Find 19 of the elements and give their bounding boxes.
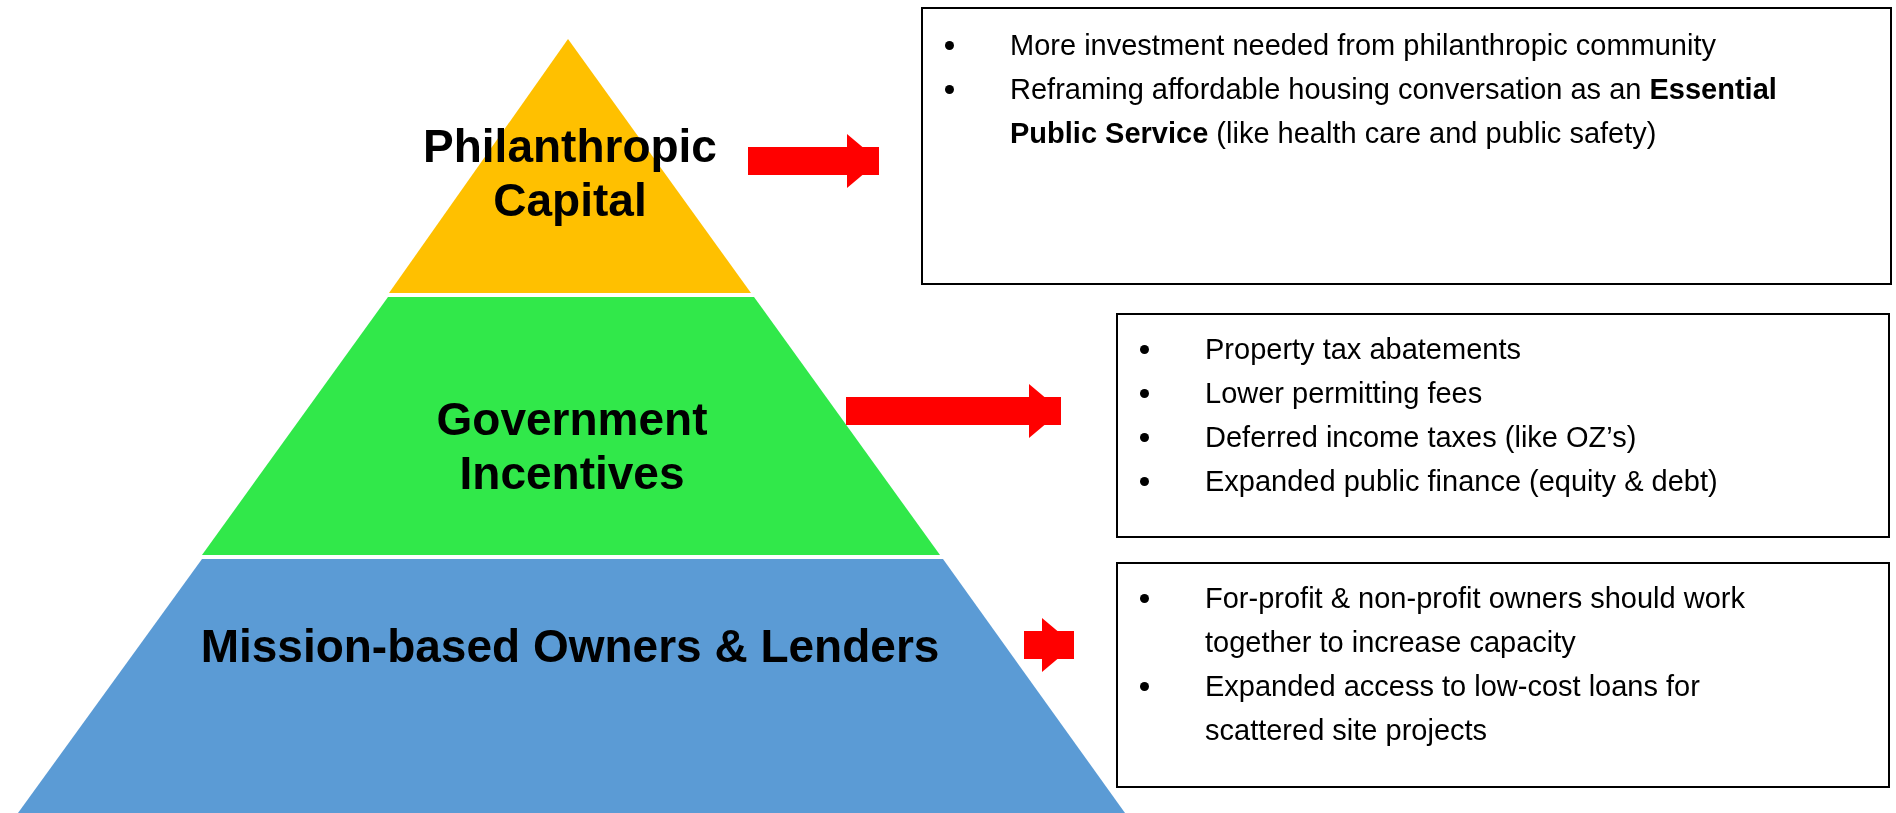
bullet-text: Lower permitting fees [1205, 376, 1483, 411]
arrow [1024, 618, 1074, 672]
bullet-text: For-profit & non-profit owners should work together to increase capacity [1205, 581, 1745, 660]
text-box [1116, 562, 1890, 788]
bullet-text: Deferred income taxes (like OZ’s) [1205, 420, 1637, 455]
tier-label: Government Incentives [435, 392, 709, 500]
text-box [1116, 313, 1890, 538]
arrow [748, 134, 879, 188]
pyramid-tier [18, 559, 1125, 813]
pyramid-tier [202, 297, 940, 555]
pyramid-tier [389, 39, 751, 293]
bullet-text: Expanded access to low-cost loans for scattered site projects [1205, 669, 1701, 748]
bullet-text: Property tax abatements [1205, 332, 1521, 367]
tier-label: Mission-based Owners & Lenders [199, 619, 941, 673]
text-box [921, 7, 1892, 285]
bullet-text: More investment needed from philanthropic community [1010, 28, 1716, 63]
bullet-text: Reframing affordable housing conversation as an Essential Public Service (like health care and public safety) [1010, 72, 1778, 151]
arrow [846, 384, 1061, 438]
bullet-text: Expanded public finance (equity & debt) [1205, 464, 1718, 499]
